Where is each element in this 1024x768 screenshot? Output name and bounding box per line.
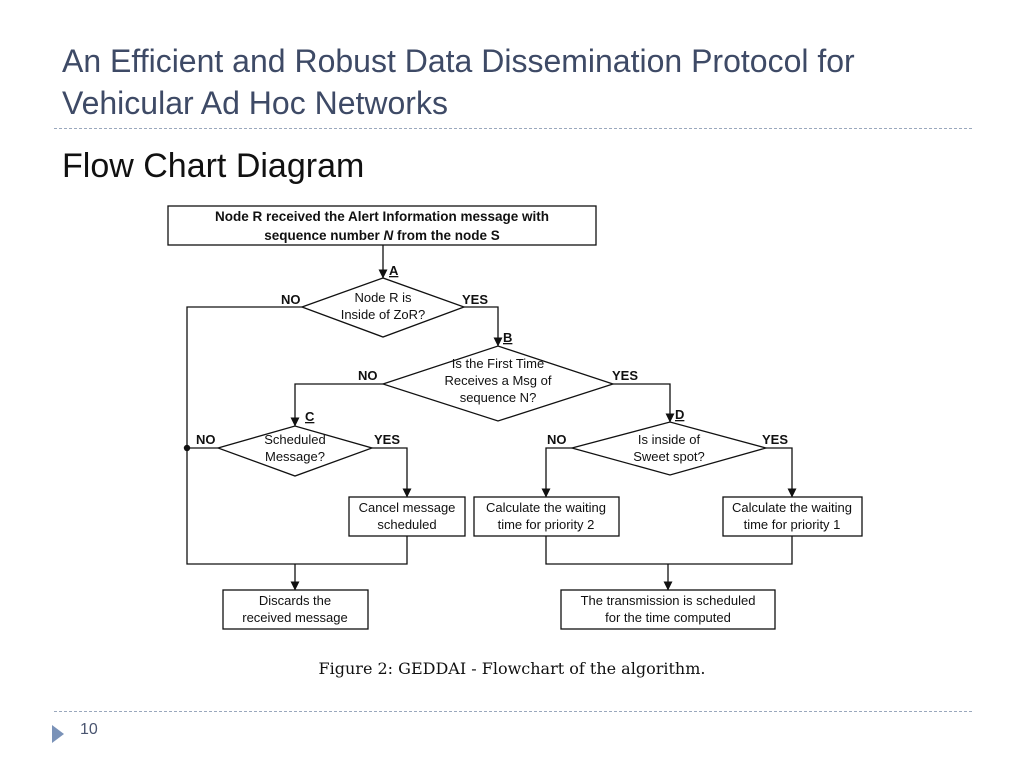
decision-d-no: NO — [547, 432, 567, 447]
flowchart-shapes — [167, 205, 863, 630]
decision-b-line1: Is the First Time — [452, 356, 544, 371]
priority1-line1: Calculate the waiting — [732, 500, 852, 515]
priority1-box — [722, 496, 863, 537]
slide-title: An Efficient and Robust Data Disseminati… — [62, 40, 982, 124]
start-line1: Node R received the Alert Information me… — [215, 209, 549, 224]
discard-line2: received message — [242, 610, 348, 625]
decision-c-line1: Scheduled — [264, 432, 325, 447]
marker-d: D — [675, 407, 684, 422]
discard-line1: Discards the — [259, 593, 331, 608]
decision-a-line2: Inside of ZoR? — [341, 307, 426, 322]
bottom-divider — [54, 711, 972, 712]
footer-arrow-icon — [52, 725, 64, 743]
start-line2: sequence number N from the node S — [264, 228, 500, 243]
arrow-b-yes — [613, 383, 675, 423]
decision-b-line2: Receives a Msg of — [445, 373, 552, 388]
arrow-c-yes — [372, 447, 412, 498]
decision-d-line2: Sweet spot? — [633, 449, 705, 464]
slide-title-line1: An Efficient and Robust Data Disseminati… — [62, 43, 855, 79]
priority2-line2: time for priority 2 — [498, 517, 595, 532]
decision-b-line3: sequence N? — [460, 390, 537, 405]
slide-subtitle: Flow Chart Diagram — [62, 147, 365, 185]
decision-a-no: NO — [281, 292, 301, 307]
slide-title-line2: Vehicular Ad Hoc Networks — [62, 85, 448, 121]
arrow-a-yes — [464, 306, 503, 347]
line-cancel-merge — [295, 536, 408, 565]
transmit-box — [560, 589, 776, 630]
marker-a: A — [389, 263, 399, 278]
decision-c-line2: Message? — [265, 449, 325, 464]
decision-b-no: NO — [358, 368, 378, 383]
priority1-line2: time for priority 1 — [744, 517, 841, 532]
decision-c-no: NO — [196, 432, 216, 447]
discard-box — [222, 589, 369, 630]
marker-c: C — [305, 409, 315, 424]
line-priority-merge — [545, 536, 793, 565]
cancel-box — [348, 496, 466, 537]
line-a-no — [186, 306, 302, 565]
junction-dot — [183, 444, 191, 452]
decision-d-yes: YES — [762, 432, 788, 447]
arrow-d-yes — [766, 447, 797, 498]
decision-a-line1: Node R is — [354, 290, 412, 305]
flowchart-connectors — [186, 245, 797, 591]
decision-a-yes: YES — [462, 292, 488, 307]
cancel-line2: scheduled — [377, 517, 436, 532]
transmit-line1: The transmission is scheduled — [581, 593, 756, 608]
figure-caption: Figure 2: GEDDAI - Flowchart of the algo… — [318, 659, 706, 678]
transmit-line2: for the time computed — [605, 610, 731, 625]
arrow-d-no — [541, 447, 572, 498]
decision-b-yes: YES — [612, 368, 638, 383]
decision-c-yes: YES — [374, 432, 400, 447]
page-number: 10 — [80, 721, 98, 738]
priority2-line1: Calculate the waiting — [486, 500, 606, 515]
marker-b: B — [503, 330, 512, 345]
top-divider — [54, 128, 972, 129]
arrow-b-no — [290, 383, 383, 427]
start-box — [167, 205, 597, 246]
cancel-line1: Cancel message — [359, 500, 456, 515]
decision-d-line1: Is inside of — [638, 432, 701, 447]
